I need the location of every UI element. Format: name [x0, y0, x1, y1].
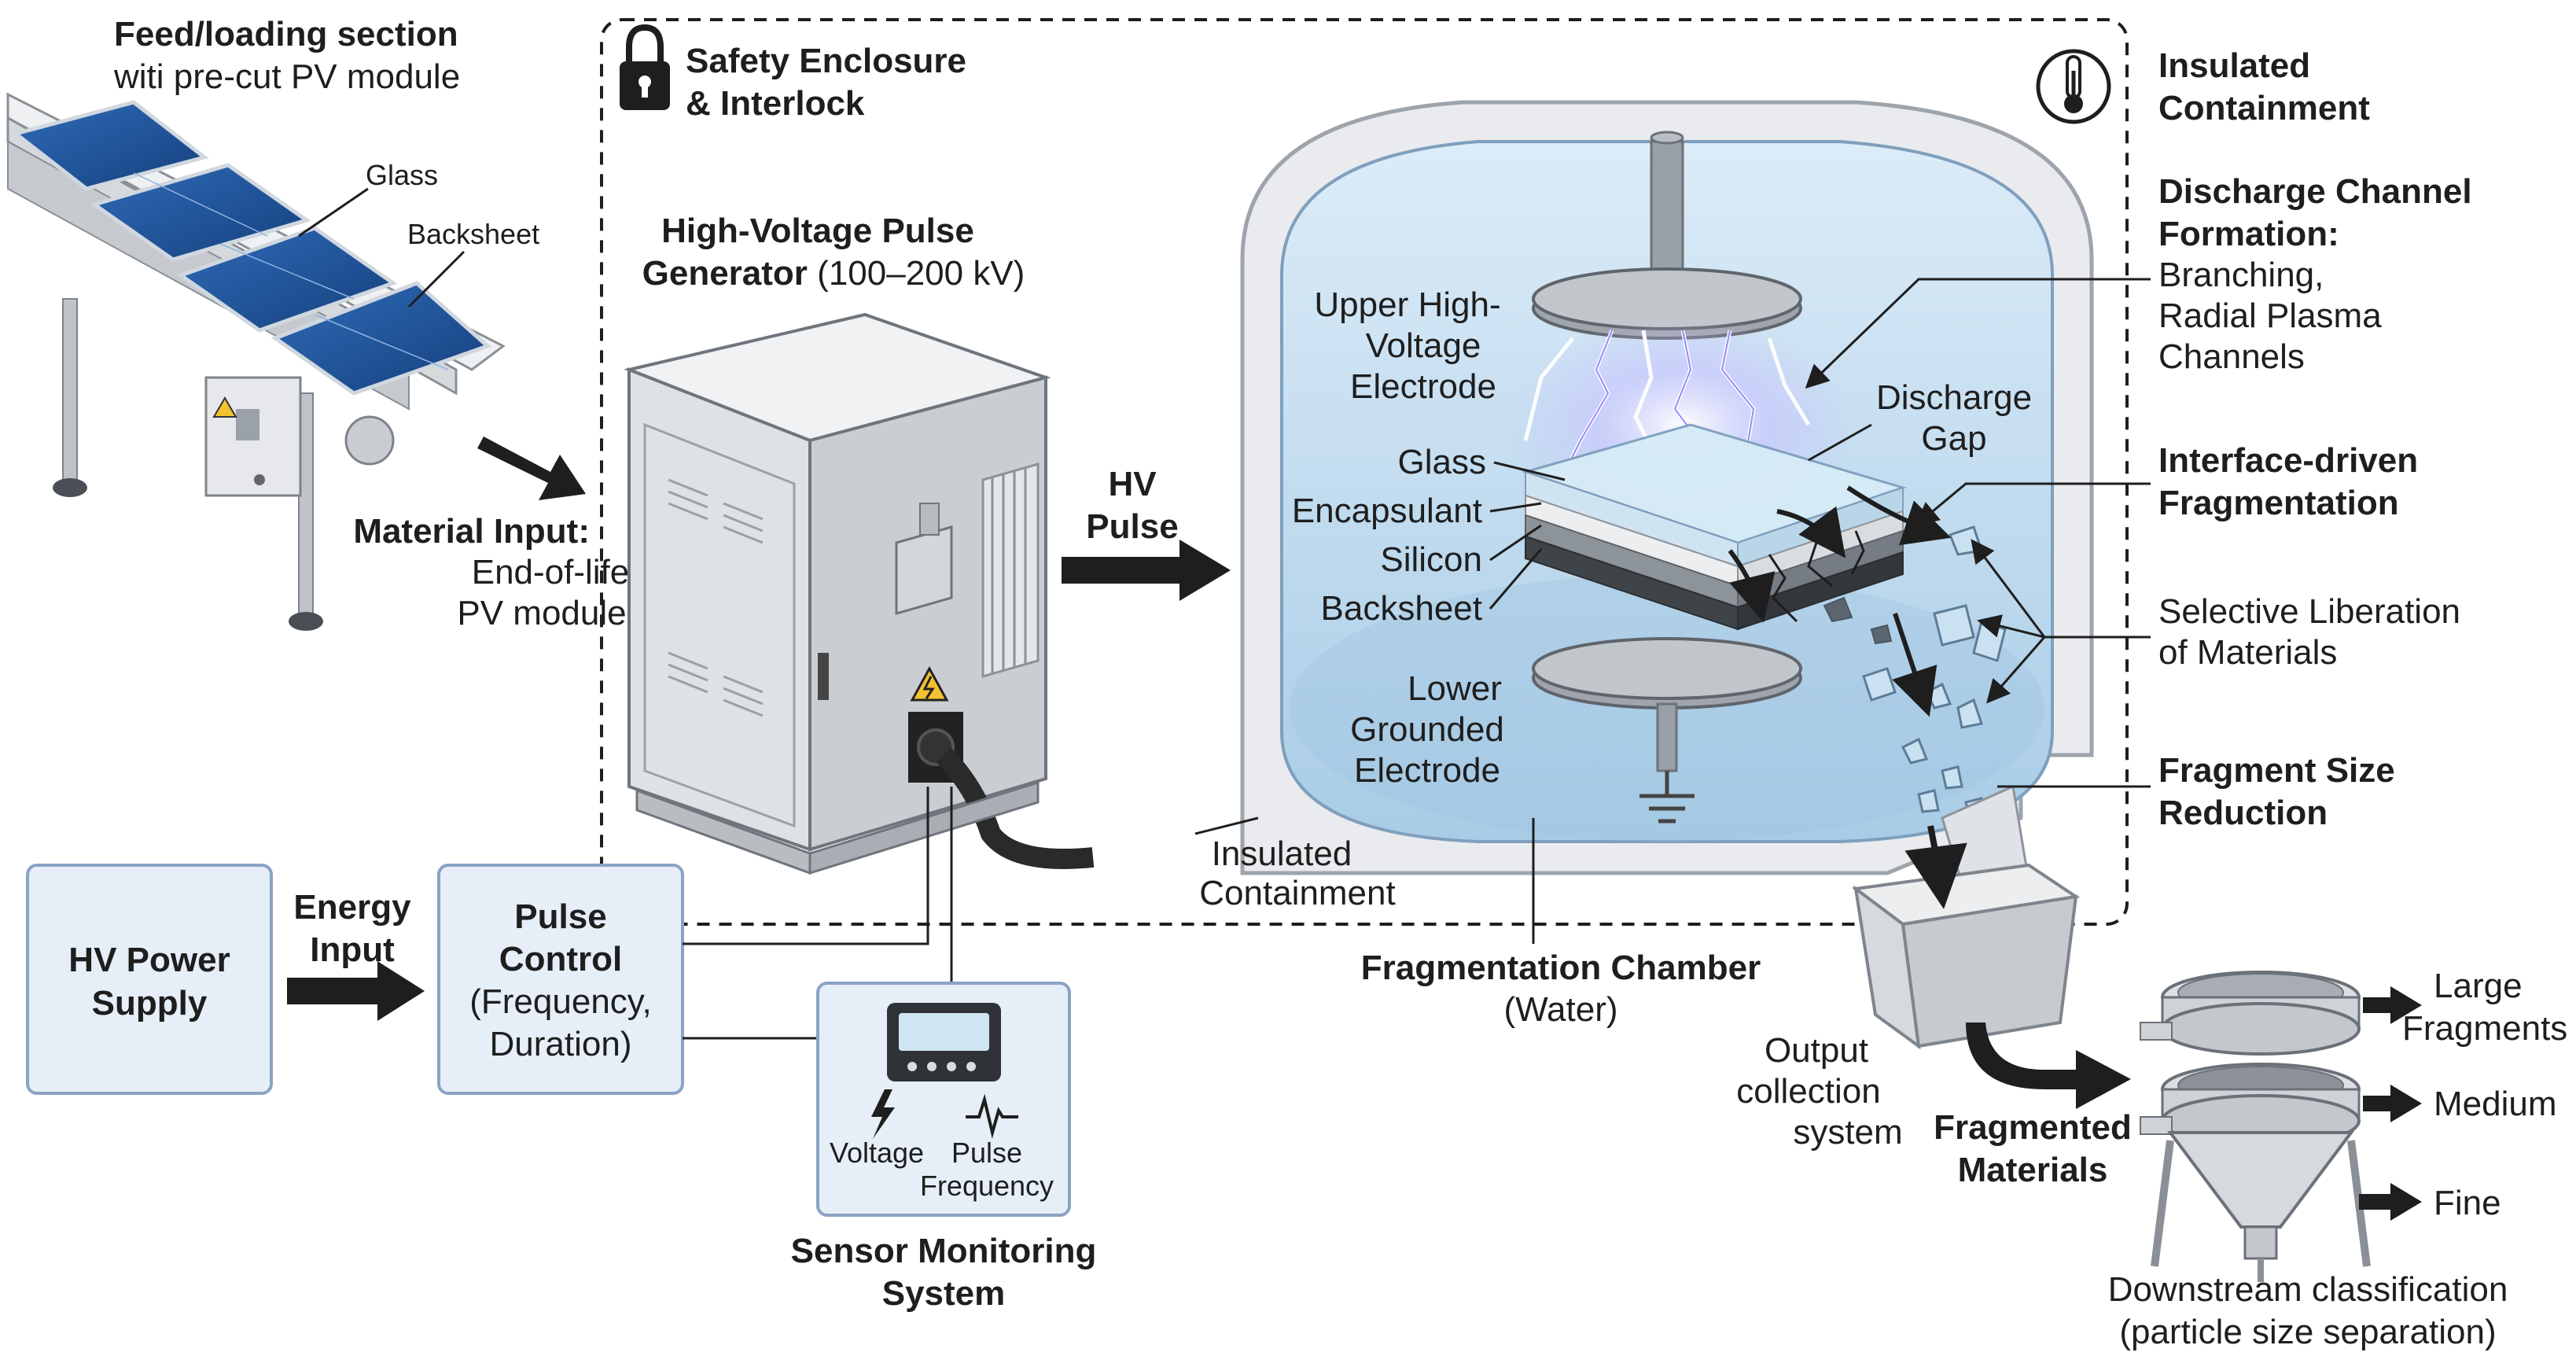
- sensor-pulse-label-line1: Pulse: [951, 1137, 1022, 1169]
- pulse-control-line1: Pulse: [514, 897, 606, 936]
- chamber-subtitle: (Water): [1503, 990, 1617, 1029]
- output-to-sieve-arrow: [1966, 1022, 2131, 1109]
- energy-input-line1: Energy: [293, 888, 411, 927]
- power-supply-line1: HV Power: [68, 941, 230, 979]
- material-input-line2: PV modules: [457, 594, 643, 632]
- output-collection-bin: [1851, 863, 2081, 1050]
- control-to-generator-line: [683, 787, 929, 945]
- output-line3: system: [1793, 1113, 1902, 1151]
- safety-enclosure-line1: Safety Enclosure: [686, 42, 966, 80]
- thermometer-icon: [2036, 49, 2111, 124]
- interface-label-line1: Interface-driven: [2158, 441, 2418, 480]
- selective-label-line2: of Materials: [2158, 633, 2337, 672]
- lower-electrode-line3: Electrode: [1354, 751, 1500, 790]
- material-input-line1: End-of-life: [472, 553, 630, 591]
- fragmentation-chamber: [1240, 100, 2094, 898]
- fragmented-materials-line1: Fragmented: [1934, 1108, 2132, 1147]
- size-reduction-line2: Reduction: [2158, 794, 2328, 832]
- safety-enclosure-line2: & Interlock: [686, 84, 865, 123]
- power-supply-line2: Supply: [92, 984, 208, 1022]
- layer-encapsulant-label: Encapsulant: [1292, 492, 1482, 530]
- output-line2: collection: [1736, 1072, 1880, 1111]
- channel-label-line3: Branching,: [2158, 256, 2324, 294]
- large-output-arrow: [2363, 986, 2422, 1024]
- medium-label: Medium: [2434, 1085, 2557, 1123]
- feed-subtitle: witi pre-cut PV module: [113, 57, 460, 96]
- output-line1: Output: [1765, 1031, 1868, 1070]
- upper-electrode-line3: Electrode: [1350, 367, 1496, 406]
- chamber-insulated-line1: Insulated: [1212, 835, 1352, 873]
- interface-label-line2: Fragmentation: [2158, 484, 2399, 522]
- fragmented-materials-line2: Materials: [1958, 1151, 2108, 1189]
- generator-title-line1: High-Voltage Pulse: [661, 212, 974, 250]
- lower-electrode-line2: Grounded: [1350, 710, 1504, 749]
- pulse-control-line2: Control: [499, 940, 622, 978]
- feed-backsheet-label: Backsheet: [407, 218, 539, 250]
- sensor-pulse-label-line2: Frequency: [920, 1170, 1054, 1202]
- hv-pulse-generator-cabinet: [624, 312, 1095, 875]
- channel-label-line5: Channels: [2158, 337, 2305, 376]
- pulse-control-line4: Duration): [490, 1025, 632, 1063]
- fine-label: Fine: [2434, 1184, 2501, 1222]
- channel-label-line2: Formation:: [2158, 215, 2339, 253]
- warning-icon: [910, 665, 949, 702]
- medium-output-arrow: [2363, 1085, 2422, 1122]
- pulse-wave-icon: [966, 1093, 1018, 1139]
- fine-output-arrow: [2359, 1183, 2422, 1221]
- hv-pulse-line2: Pulse: [1086, 507, 1178, 546]
- classification-title-line1: Downstream classification: [2108, 1270, 2508, 1309]
- energy-input-line2: Input: [310, 930, 395, 969]
- classification-title-line2: (particle size separation): [2119, 1313, 2496, 1351]
- safety-enclosure-boundary: [600, 18, 2129, 926]
- chamber-title: Fragmentation Chamber: [1361, 949, 1761, 987]
- hv-pulse-arrow: [1062, 540, 1231, 601]
- material-input-title: Material Input:: [353, 512, 590, 551]
- generator-title-line2: Generator (100–200 kV): [642, 254, 1025, 293]
- large-fragments-line2: Fragments: [2402, 1009, 2567, 1048]
- channel-label-line1: Discharge Channel: [2158, 172, 2472, 211]
- lower-electrode-line1: Lower: [1408, 669, 1502, 708]
- feed-arrow: [477, 437, 586, 500]
- size-reduction-line1: Fragment Size: [2158, 751, 2395, 790]
- energy-input-arrow: [287, 961, 425, 1021]
- lightning-icon: [871, 1089, 895, 1139]
- upper-electrode-line2: Voltage: [1366, 326, 1481, 365]
- fragments-into-bin-arrow: [1904, 825, 1967, 909]
- pulse-control-box: [437, 864, 684, 1095]
- sensor-voltage-label: Voltage: [830, 1137, 924, 1169]
- sieve-classifier: [2140, 971, 2371, 1282]
- layer-backsheet-label: Backsheet: [1321, 589, 1482, 628]
- sensor-title-line1: Sensor Monitoring: [791, 1232, 1097, 1270]
- chamber-insulated-line2: Containment: [1199, 874, 1395, 912]
- selective-label-line1: Selective Liberation: [2158, 592, 2460, 631]
- ground-symbol-icon: [1639, 771, 1695, 824]
- discharge-gap-line2: Gap: [1921, 419, 1986, 458]
- sensor-display-device: [887, 1003, 1001, 1081]
- right-containment-line1: Insulated: [2158, 46, 2310, 85]
- hv-pulse-line1: HV: [1108, 465, 1157, 503]
- layer-silicon-label: Silicon: [1380, 540, 1482, 579]
- channel-label-line4: Radial Plasma: [2158, 297, 2382, 335]
- conveyor-feed: [6, 92, 506, 631]
- large-fragments-line1: Large: [2434, 967, 2523, 1005]
- hv-power-supply-box: [26, 864, 273, 1095]
- feed-title: Feed/loading section: [114, 15, 458, 53]
- pulse-control-line3: (Frequency,: [469, 982, 652, 1021]
- upper-electrode-line1: Upper High-: [1314, 286, 1500, 324]
- discharge-gap-line1: Discharge: [1876, 378, 2032, 417]
- sensor-monitoring-box: [816, 982, 1071, 1217]
- feed-glass-label: Glass: [366, 159, 438, 191]
- layer-glass-label: Glass: [1398, 443, 1486, 481]
- right-containment-line2: Containment: [2158, 89, 2370, 127]
- lock-icon: [620, 24, 670, 110]
- sensor-title-line2: System: [882, 1274, 1006, 1313]
